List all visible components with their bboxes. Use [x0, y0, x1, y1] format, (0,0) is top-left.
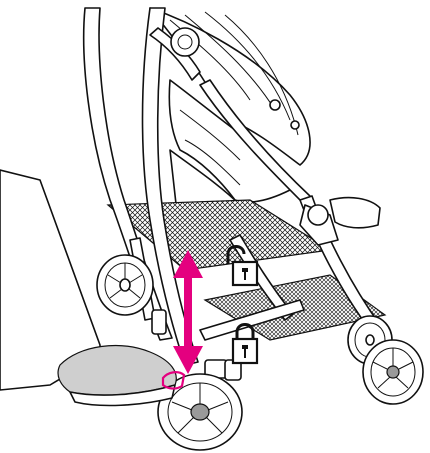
rear-left-wheel — [97, 255, 153, 315]
front-right-wheel — [363, 340, 423, 404]
locked-padlock-icon — [233, 325, 257, 364]
user-foot — [58, 346, 176, 406]
